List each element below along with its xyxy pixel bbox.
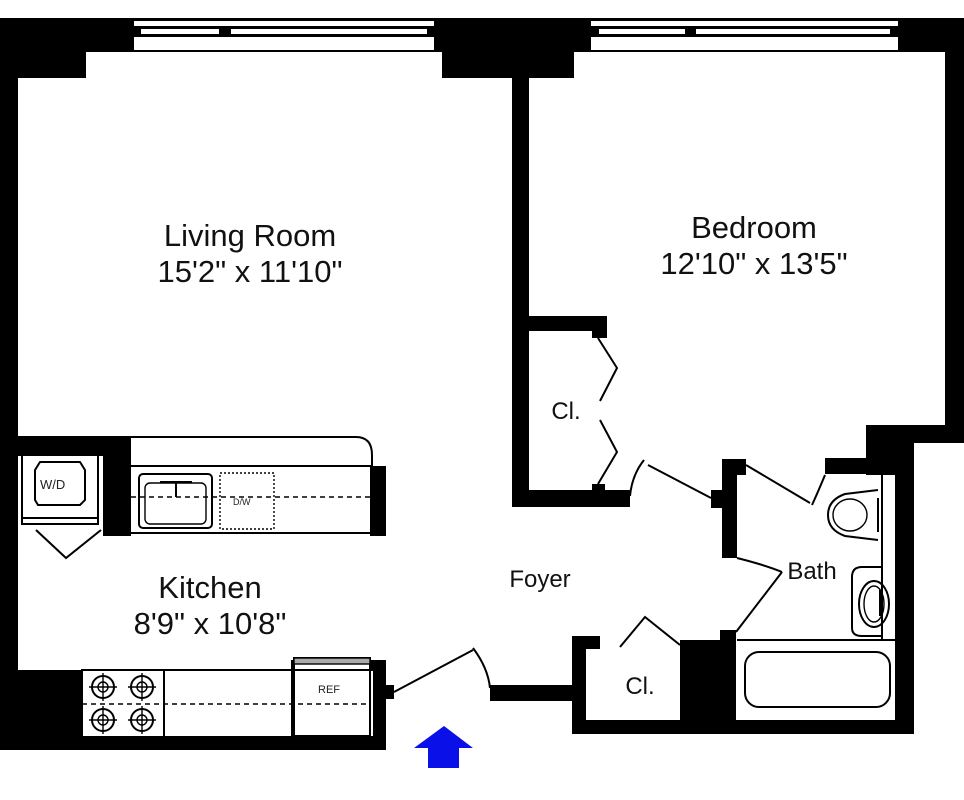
- kitchen-name: Kitchen: [158, 570, 262, 605]
- refrigerator-icon: [293, 657, 371, 737]
- refrigerator-label: REF: [318, 684, 340, 696]
- living-room-name: Living Room: [163, 218, 337, 253]
- entrance-arrow-icon: [414, 726, 473, 768]
- foyer-closet-label: Cl.: [625, 673, 655, 700]
- bath-sink-icon: [851, 566, 890, 637]
- bedroom-closet-label: Cl.: [551, 398, 581, 425]
- walls: [0, 18, 964, 750]
- kitchen-lower-counter: [81, 660, 375, 738]
- bedroom-dimensions: 12'10" x 13'5": [660, 245, 848, 281]
- washer-dryer-icon: [21, 451, 102, 560]
- stove-icon: [89, 673, 156, 734]
- kitchen-counter-top: [131, 436, 373, 534]
- bedroom-label: Bedroom 12'10" x 13'5": [620, 210, 888, 281]
- doors: [393, 337, 826, 693]
- bath-label: Bath: [787, 558, 837, 585]
- foyer-label: Foyer: [509, 566, 571, 593]
- living-room-dimensions: 15'2" x 11'10": [157, 253, 343, 289]
- kitchen-dimensions: 8'9" x 10'8": [133, 605, 287, 641]
- sink-icon: [138, 473, 213, 529]
- window-living-room: [132, 18, 434, 52]
- toilet-icon: [826, 489, 879, 541]
- dishwasher-label: D/W: [233, 497, 251, 507]
- kitchen-label: Kitchen 8'9" x 10'8": [100, 570, 320, 641]
- washer-dryer-label: W/D: [40, 477, 66, 492]
- bedroom-name: Bedroom: [691, 210, 817, 245]
- bathroom-fixtures: [737, 474, 895, 708]
- window-bedroom: [590, 18, 900, 52]
- living-room-label: Living Room 15'2" x 11'10": [130, 218, 370, 289]
- dishwasher-icon: [219, 472, 275, 530]
- bathtub-icon: [744, 651, 891, 708]
